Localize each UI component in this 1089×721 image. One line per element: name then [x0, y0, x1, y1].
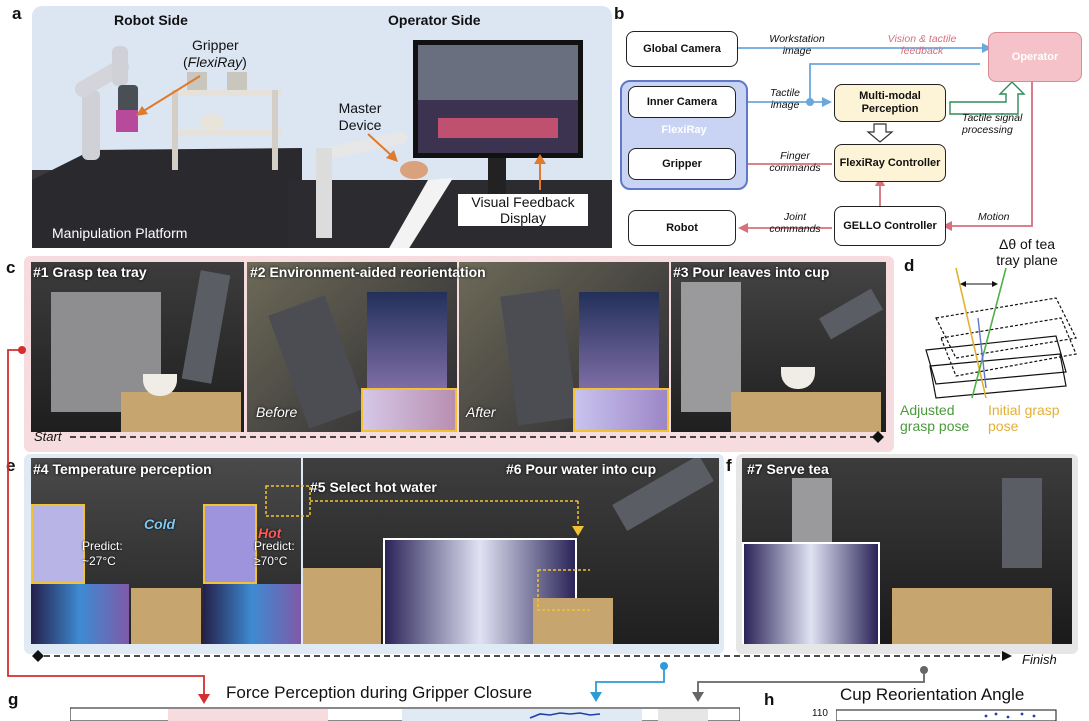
flexiray-controller-box: FlexiRay Controller [834, 144, 946, 182]
tactile-signal-label: Tactile signal processing [962, 112, 1023, 137]
inner-camera-box: Inner Camera [628, 86, 736, 118]
vision-tactile-label: Vision & tactile feedback [887, 33, 957, 58]
step2-title: #2 Environment-aided reorientation [250, 264, 486, 280]
photo-step4 [31, 458, 301, 644]
panel-c-letter: c [6, 258, 16, 277]
robot-side-title: Robot Side [114, 12, 188, 28]
step1-title: #1 Grasp tea tray [33, 264, 147, 280]
predict-cold-value: ~27°C [82, 554, 116, 568]
step6-title: #6 Pour water into cup [506, 461, 657, 477]
finish-label: Finish [1022, 652, 1057, 667]
step5-6-guides [265, 485, 590, 611]
timeline-connectors [7, 346, 1012, 704]
panel-b-letter: b [614, 4, 625, 23]
photo-step7 [742, 458, 1072, 644]
step5-title: #5 Select hot water [310, 479, 437, 495]
initial-grasp-label: Initial grasp pose [988, 402, 1060, 435]
tray-wireframe [925, 267, 1077, 399]
panel-a-letter: a [12, 4, 22, 23]
gripper-name-text: FlexiRay [187, 54, 243, 70]
finger-commands-label: Finger commands [769, 150, 821, 175]
step7-title: #7 Serve tea [747, 461, 829, 477]
panel-d-letter: d [904, 256, 915, 275]
motion-label: Motion [978, 211, 1010, 223]
adjusted-grasp-label: Adjusted grasp pose [900, 402, 970, 435]
workstation-image-label: Workstation image [769, 33, 825, 58]
photo-step3 [671, 262, 886, 432]
gello-controller-box: GELLO Controller [834, 206, 946, 246]
global-camera-box: Global Camera [626, 31, 738, 67]
joint-commands-label: Joint commands [769, 211, 821, 236]
photo-step5-6 [303, 458, 719, 644]
robot-side-photo [32, 46, 302, 248]
photo-step2-before [247, 262, 457, 432]
predict-hot: Predict: ≥70°C [254, 539, 295, 569]
multimodal-perception-box: Multi-modal Perception [834, 84, 946, 122]
gripper-label: Gripper [192, 37, 239, 53]
operator-side-title: Operator Side [388, 12, 481, 28]
panel-g-letter: g [8, 690, 19, 709]
manipulation-platform-label: Manipulation Platform [52, 225, 188, 241]
force-perception-title: Force Perception during Gripper Closure [226, 683, 533, 702]
gripper-box: Gripper [628, 148, 736, 180]
panel-h-tick-110: 110 [812, 708, 828, 719]
gripper-name: (FlexiRay) [183, 54, 247, 70]
panel-f-letter: f [726, 456, 732, 475]
panel-b-arrows [738, 43, 1033, 233]
master-device-label: Master Device [338, 100, 382, 133]
cup-reorientation-title: Cup Reorientation Angle [840, 685, 1025, 704]
operator-box: Operator [988, 32, 1082, 82]
flexiray-group-label: FlexiRay [661, 124, 707, 136]
delta-label: Δθ of tea tray plane [996, 236, 1058, 269]
panel-h-plot-top [836, 709, 1057, 721]
before-label: Before [256, 404, 298, 420]
predict-hot-label: Predict: [254, 539, 295, 553]
operator-side-photo [288, 40, 612, 248]
master-device-arrow [367, 133, 398, 162]
step4-title: #4 Temperature perception [33, 461, 212, 477]
start-label: Start [34, 429, 62, 444]
photo-step1 [31, 262, 244, 432]
step3-title: #3 Pour leaves into cup [673, 264, 830, 280]
photo-step2-after [459, 262, 669, 432]
cold-label: Cold [144, 516, 176, 532]
visual-feedback-arrow [534, 154, 546, 190]
visual-feedback-label: Visual Feedback Display [458, 194, 588, 227]
panel-h-letter: h [764, 690, 775, 709]
hot-label: Hot [258, 525, 282, 541]
predict-cold: Predict: ~27°C [82, 539, 123, 569]
timeline-c [70, 431, 884, 443]
robot-box: Robot [628, 210, 736, 246]
after-label: After [466, 404, 496, 420]
predict-hot-value: ≥70°C [254, 554, 288, 568]
gripper-arrow [136, 75, 201, 116]
panel-g-plot-top [70, 707, 740, 721]
predict-cold-label: Predict: [82, 539, 123, 553]
panel-e-letter: e [6, 456, 16, 475]
tactile-image-label: Tactile image [770, 87, 800, 112]
